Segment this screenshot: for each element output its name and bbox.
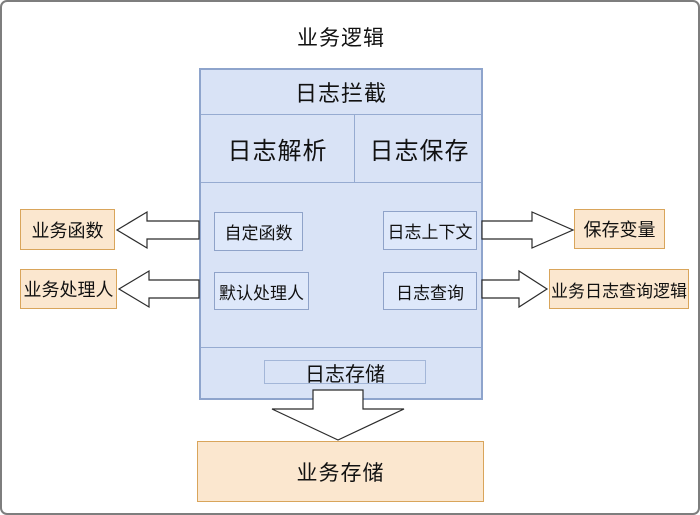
node-default-handler: 默认处理人: [214, 272, 309, 310]
arrow-to-save-variable: [481, 211, 575, 249]
log-interception-container: 日志拦截 日志解析 日志保存 自定函数 日志上下文 默认处理人 日志查询 日志存…: [199, 68, 483, 400]
node-log-context: 日志上下文: [383, 211, 477, 250]
divider-header: [201, 114, 481, 115]
node-log-query: 日志查询: [383, 272, 477, 310]
divider-row-bottom: [201, 182, 481, 183]
node-log-interception: 日志拦截: [294, 81, 387, 106]
arrow-to-business-function: [115, 210, 200, 250]
divider-columns: [354, 114, 355, 182]
node-log-parse: 日志解析: [227, 137, 328, 165]
arrow-to-business-handler: [117, 269, 200, 309]
node-business-storage: 业务存储: [197, 441, 484, 502]
node-save-variable: 保存变量: [574, 209, 665, 249]
node-custom-function: 自定函数: [214, 212, 303, 251]
node-business-log-query-logic: 业务日志查询逻辑: [549, 269, 689, 309]
node-log-storage: 日志存储: [264, 360, 426, 386]
node-business-handler: 业务处理人: [20, 269, 117, 309]
node-log-save: 日志保存: [369, 137, 470, 165]
divider-footer: [201, 347, 481, 348]
arrow-to-business-log-query-logic: [481, 269, 549, 309]
diagram-title: 业务逻辑: [297, 27, 385, 50]
node-business-function: 业务函数: [20, 209, 115, 250]
